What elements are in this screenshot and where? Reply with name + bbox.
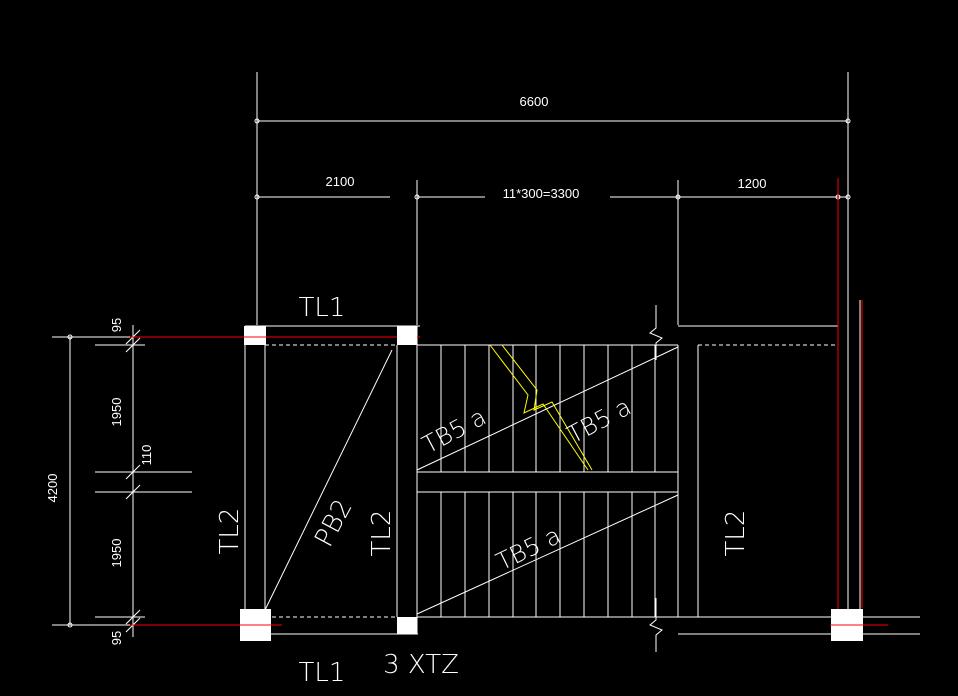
- dim-span-right: 1200: [738, 176, 767, 191]
- column-top-mid: [397, 326, 417, 345]
- upper-flight-diagonal: [416, 346, 679, 471]
- label-tl2-mid: TL2: [367, 510, 397, 557]
- dim-edge-bottom: 95: [109, 631, 124, 645]
- dim-landing-beam: 110: [139, 445, 154, 466]
- dim-overall-height: 4200: [45, 474, 60, 503]
- column-top-left: [244, 326, 266, 345]
- pb2-diagonal: [264, 349, 393, 611]
- label-tl1-bottom: TL1: [299, 658, 346, 688]
- label-tl2-left: TL2: [215, 508, 245, 555]
- label-tb5a-upper-left: TB5 a: [418, 403, 491, 460]
- label-column: 3 XTZ: [383, 650, 459, 680]
- dim-overall-width: 6600: [520, 94, 549, 109]
- lower-flight-treads: [440, 492, 656, 617]
- break-line-top: [649, 305, 663, 360]
- column-bottom-mid: [397, 617, 417, 634]
- label-tb5a-upper-right: TB5 a: [563, 393, 636, 450]
- dim-edge-top: 95: [109, 318, 124, 332]
- break-line-bottom: [649, 598, 663, 652]
- dim-span-steps: 11*300=3300: [503, 186, 580, 201]
- label-tl1-top: TL1: [299, 293, 346, 323]
- break-line-yellow: [489, 344, 589, 471]
- lower-flight-diagonal: [416, 494, 679, 615]
- dim-flight-lower: 1950: [109, 539, 124, 568]
- dim-span-left: 2100: [326, 174, 355, 189]
- label-tl2-right: TL2: [721, 510, 751, 557]
- label-tb5a-lower: TB5 a: [492, 521, 565, 576]
- label-pb2: PB2: [309, 494, 359, 552]
- upper-flight-treads: [440, 345, 656, 472]
- dim-flight-upper: 1950: [109, 398, 124, 427]
